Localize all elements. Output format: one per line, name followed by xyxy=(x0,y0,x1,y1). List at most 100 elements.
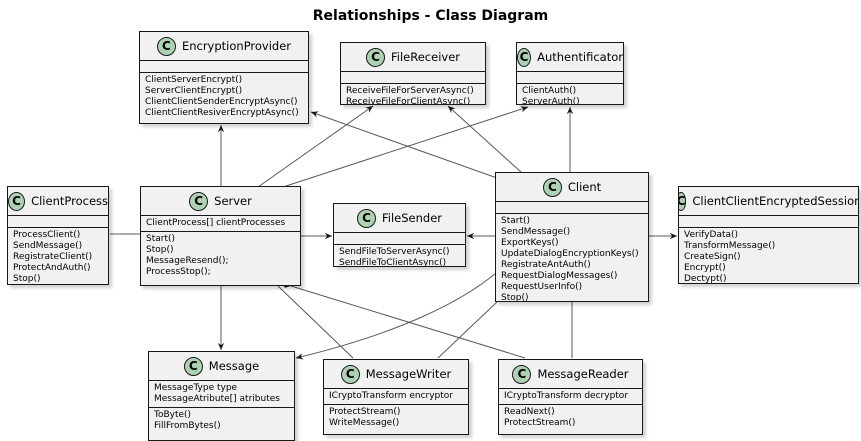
class-file-sender: C FileSender SendFileToServerAsync() Send… xyxy=(333,203,466,267)
class-message-writer: C MessageWriter ICryptoTransform encrypto… xyxy=(323,359,469,435)
method: Stop() xyxy=(501,293,529,302)
attributes-section xyxy=(517,72,623,84)
methods-section: VerifyData() TransformMessage() CreateSi… xyxy=(679,228,858,284)
method: SendMessage() xyxy=(501,227,571,237)
attribute: MessageType type xyxy=(154,383,238,393)
methods-section: ClientServerEncrypt() ServerClientEncryp… xyxy=(140,73,308,121)
method: SendFileToServerAsync() xyxy=(339,247,450,257)
class-name: MessageReader xyxy=(537,367,629,381)
method: SendMessage() xyxy=(13,241,83,251)
attribute: ClientProcess[] clientProcesses xyxy=(146,218,286,228)
attributes-section xyxy=(140,61,308,73)
class-name: Server xyxy=(214,194,252,208)
method: ProtectStream() xyxy=(504,418,576,428)
class-authentificator: C Authentificator ClientAuth() ServerAuth… xyxy=(516,42,624,105)
class-name: EncryptionProvider xyxy=(181,39,292,53)
diagram-title: Relationships - Class Diagram xyxy=(312,8,549,24)
attribute: ICryptoTransform encryptor xyxy=(329,391,454,401)
class-badge-icon: C xyxy=(512,364,532,384)
method: MessageResend(); xyxy=(146,256,229,266)
class-name: MessageWriter xyxy=(365,367,452,381)
attributes-section: ClientProcess[] clientProcesses xyxy=(141,216,300,232)
method: RequestDialogMessages() xyxy=(501,271,618,281)
class-message-reader: C MessageReader ICryptoTransform decrypto… xyxy=(498,359,643,435)
method: ServerClientEncrypt() xyxy=(145,86,243,96)
class-encryption-provider: C EncryptionProvider ClientServerEncrypt(… xyxy=(139,31,309,124)
attributes-section: MessageType type MessageAtribute[] atrib… xyxy=(149,381,294,408)
methods-section: ToByte() FillFromBytes() xyxy=(149,408,294,434)
attributes-section xyxy=(8,216,108,228)
attributes-section xyxy=(496,202,648,214)
class-badge-icon: C xyxy=(183,356,203,376)
attributes-section xyxy=(334,233,465,245)
method: WriteMessage() xyxy=(329,418,400,428)
class-badge-icon: C xyxy=(189,191,209,211)
method: ReadNext() xyxy=(504,407,555,417)
rel-server-messagewriter xyxy=(270,278,354,359)
class-file-receiver: C FileReceiver ReceiveFileForServerAsync(… xyxy=(340,42,486,105)
method: Start() xyxy=(501,216,531,226)
attribute: MessageAtribute[] atributes xyxy=(154,394,280,404)
class-message: C Message MessageType type MessageAtribut… xyxy=(148,351,295,441)
method: ProcessClient() xyxy=(13,230,81,240)
method: Start() xyxy=(146,234,176,244)
method: ClientAuth() xyxy=(522,86,577,96)
class-badge-icon: C xyxy=(8,191,26,211)
method: RequestUserInfo() xyxy=(501,282,583,292)
methods-section: Start() Stop() MessageResend(); ProcessS… xyxy=(141,232,300,280)
method: ToByte() xyxy=(154,410,192,420)
attributes-section xyxy=(679,216,858,228)
class-badge-icon: C xyxy=(356,208,376,228)
class-name: Authentificator xyxy=(537,50,623,64)
method: ReceiveFileForServerAsync() xyxy=(346,86,474,96)
method: Dectypt() xyxy=(684,274,727,284)
method: VerifyData() xyxy=(684,230,739,240)
class-name: FileSender xyxy=(381,211,442,225)
class-badge-icon: C xyxy=(517,47,532,67)
rel-server-filereceiver xyxy=(257,105,374,188)
attribute: ICryptoTransform decryptor xyxy=(504,391,629,401)
class-name: Client xyxy=(567,180,602,194)
method: ServerAuth() xyxy=(522,97,580,105)
attributes-section: ICryptoTransform decryptor xyxy=(499,389,642,405)
method: UpdateDialogEncryptionKeys() xyxy=(501,249,639,259)
methods-section: ReadNext() ProtectStream() xyxy=(499,405,642,431)
methods-section: ClientAuth() ServerAuth() xyxy=(517,84,623,105)
rel-client-message xyxy=(295,254,516,360)
attributes-section xyxy=(341,72,485,84)
methods-section: Start() SendMessage() ExportKeys() Updat… xyxy=(496,214,648,302)
method: Encrypt() xyxy=(684,263,726,273)
method: Stop() xyxy=(13,274,41,284)
rel-client-filereceiver xyxy=(447,105,523,174)
method: TransformMessage() xyxy=(684,241,776,251)
rel-server-authentificator xyxy=(282,106,529,188)
method: ProtectStream() xyxy=(329,407,401,417)
class-badge-icon: C xyxy=(340,364,360,384)
methods-section: ProtectStream() WriteMessage() xyxy=(324,405,468,431)
class-client-client-encrypted-session: C ClientClientEncryptedSession VerifyData… xyxy=(678,186,859,284)
methods-section: ReceiveFileForServerAsync() ReceiveFileF… xyxy=(341,84,485,104)
rel-client-messagewriter xyxy=(437,294,505,359)
method: ClientServerEncrypt() xyxy=(145,75,243,85)
method: ProcessStop(); xyxy=(146,267,211,277)
class-name: ClientClientEncryptedSession xyxy=(692,194,859,208)
class-name: Message xyxy=(208,359,260,373)
methods-section: SendFileToServerAsync() SendFileToClient… xyxy=(334,245,465,266)
class-badge-icon: C xyxy=(156,36,176,56)
method: CreateSign() xyxy=(684,252,741,262)
rel-client-encryptionprovider xyxy=(310,111,498,179)
class-name: FileReceiver xyxy=(391,50,460,64)
methods-section: ProcessClient() SendMessage() Registrate… xyxy=(8,228,108,284)
attributes-section: ICryptoTransform encryptor xyxy=(324,389,468,405)
method: ClientClientSenderEncryptAsync() xyxy=(145,97,298,107)
class-badge-icon: C xyxy=(679,191,687,211)
rel-server-messagereader xyxy=(281,281,526,359)
method: ExportKeys() xyxy=(501,238,559,248)
method: FillFromBytes() xyxy=(154,421,221,431)
method: RegistrateClient() xyxy=(13,252,93,262)
class-badge-icon: C xyxy=(366,47,385,67)
